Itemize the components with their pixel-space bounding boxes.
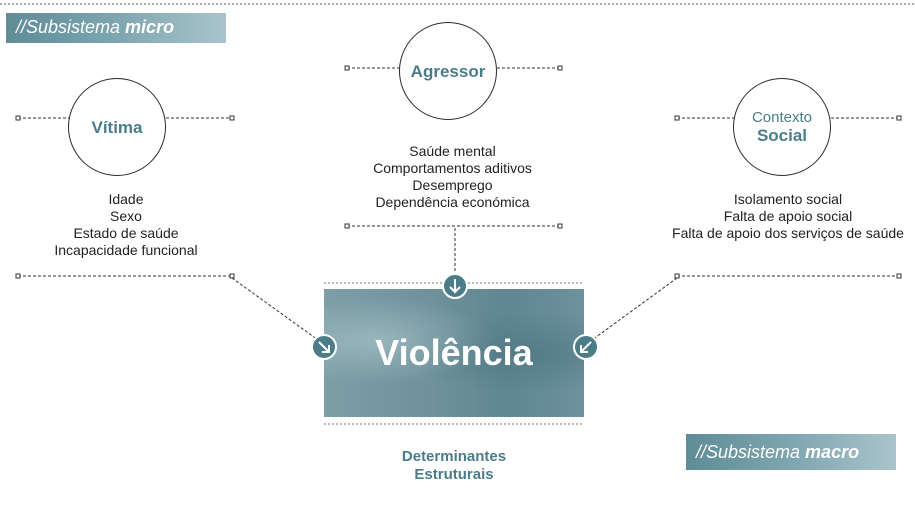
- aggressor-factor: Desemprego: [412, 177, 493, 193]
- aggressor-bottom-right-handle: [557, 223, 563, 229]
- victim-factor: Estado de saúde: [73, 225, 179, 241]
- down-left-arrow-icon: [573, 334, 599, 360]
- victim-arrow-line: [231, 277, 319, 341]
- context-factor: Falta de apoio dos serviços de saúde: [672, 225, 904, 241]
- aggressor-factor: Dependência económica: [375, 194, 530, 210]
- context-factors: Isolamento social Falta de apoio social …: [664, 191, 912, 242]
- victim-node: Vítima: [68, 78, 166, 176]
- context-arrow-line: [591, 277, 678, 341]
- victim-factor: Idade: [108, 191, 144, 207]
- micro-subsystem-banner: //Subsistema micro: [6, 13, 226, 43]
- aggressor-factor: Comportamentos aditivos: [373, 160, 532, 176]
- context-title-line1: Contexto: [751, 109, 813, 126]
- micro-banner-prefix: //Subsistema: [16, 17, 126, 37]
- victim-factor: Incapacidade funcional: [54, 242, 198, 258]
- victim-bottom-right-handle: [229, 273, 235, 279]
- context-factor: Isolamento social: [733, 191, 843, 207]
- macro-banner-emph: macro: [805, 442, 860, 462]
- violence-box: Violência: [324, 289, 584, 417]
- context-top-right-handle: [896, 115, 902, 121]
- micro-banner-emph: micro: [125, 17, 175, 37]
- aggressor-top-left-handle: [344, 65, 350, 71]
- context-top-left-handle: [674, 115, 680, 121]
- victim-factor: Sexo: [110, 208, 142, 224]
- context-node: Contexto Social: [733, 78, 831, 176]
- macro-banner-prefix: //Subsistema: [696, 442, 806, 462]
- context-bottom-left-handle: [674, 273, 680, 279]
- structural-determinants: Determinantes Estruturais: [364, 448, 544, 484]
- context-title-line2: Social: [756, 126, 808, 145]
- aggressor-title: Agressor: [410, 61, 486, 81]
- down-right-arrow-icon: [311, 334, 337, 360]
- structural-line1: Determinantes: [401, 448, 507, 465]
- victim-title: Vítima: [91, 117, 143, 137]
- victim-factors: Idade Sexo Estado de saúde Incapacidade …: [20, 191, 232, 259]
- aggressor-bottom-left-handle: [344, 223, 350, 229]
- aggressor-node: Agressor: [399, 22, 497, 120]
- context-bottom-right-handle: [896, 273, 902, 279]
- aggressor-top-right-handle: [557, 65, 563, 71]
- down-arrow-icon: [442, 273, 468, 299]
- context-factor: Falta de apoio social: [723, 208, 853, 224]
- victim-top-left-handle: [15, 115, 21, 121]
- structural-line2: Estruturais: [414, 466, 494, 483]
- macro-subsystem-banner: //Subsistema macro: [686, 434, 896, 470]
- aggressor-factors: Saúde mental Comportamentos aditivos Des…: [340, 143, 565, 211]
- victim-top-right-handle: [229, 115, 235, 121]
- aggressor-factor: Saúde mental: [409, 143, 496, 159]
- violence-label: Violência: [375, 332, 533, 373]
- victim-bottom-left-handle: [15, 273, 21, 279]
